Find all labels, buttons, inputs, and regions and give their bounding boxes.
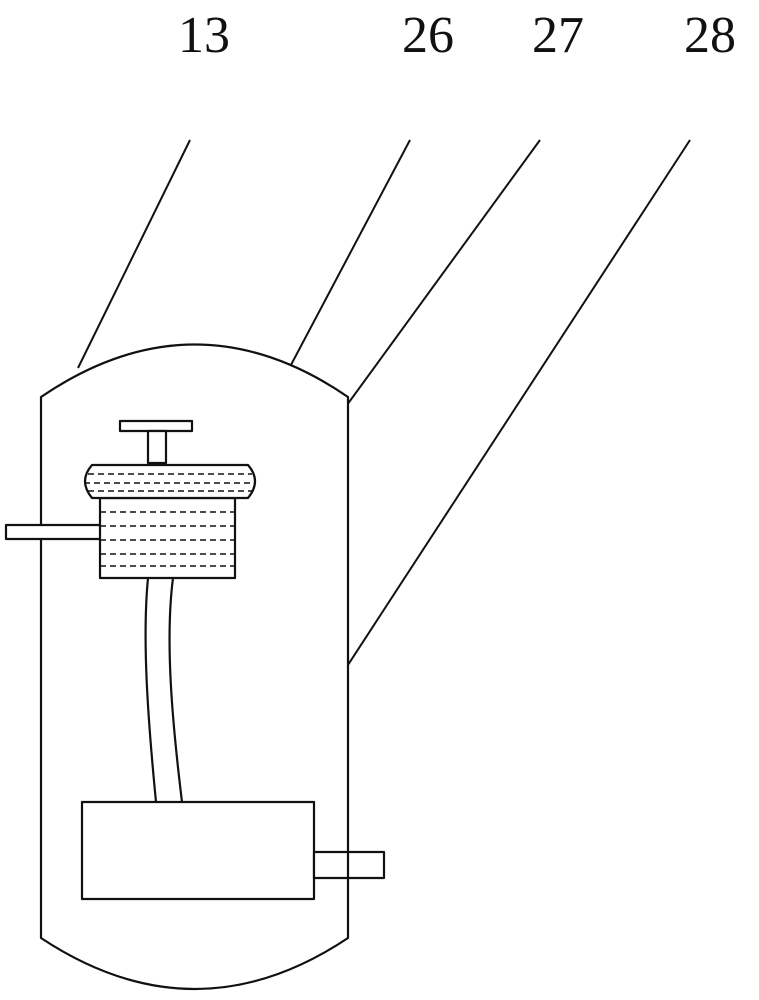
label-26: 26 — [402, 7, 454, 64]
left-pipe-stub — [6, 525, 102, 539]
filter-cap — [85, 465, 255, 498]
plunger-cap — [120, 421, 192, 431]
label-13: 13 — [178, 7, 230, 64]
leader-line-13 — [78, 140, 190, 368]
label-27: 27 — [532, 7, 584, 64]
label-28: 28 — [684, 7, 736, 64]
pump-box — [82, 802, 314, 899]
plunger-stem — [148, 431, 166, 463]
